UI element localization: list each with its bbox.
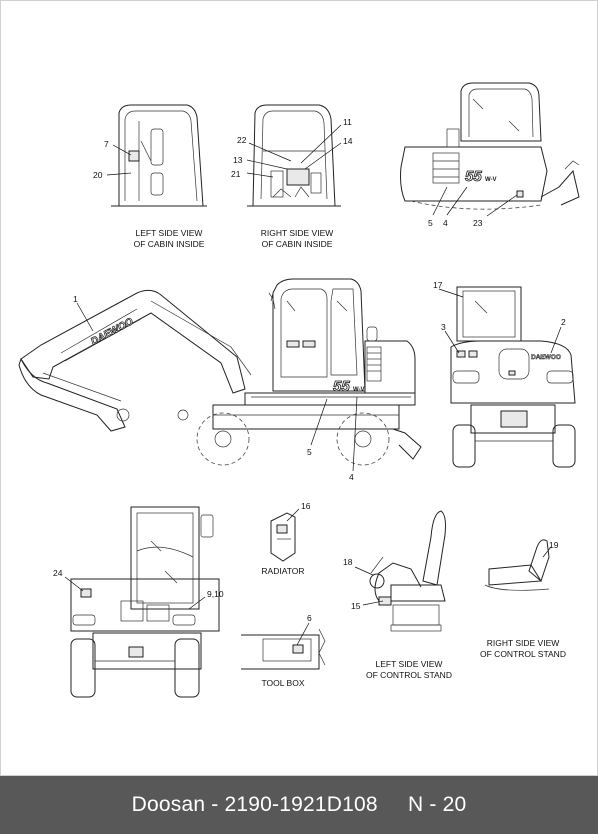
top-right-side-view: 55 W-V 5 4 23 (400, 82, 580, 228)
callout-9-10: 9,10 (207, 589, 224, 599)
callout-15: 15 (351, 601, 361, 611)
boom-daewoo-decal: DAEWOO (89, 316, 135, 347)
callout-4-main: 4 (349, 472, 354, 482)
left-control-stand-view: 18 15 LEFT SIDE VIEW OF CONTROL STAND (343, 510, 452, 680)
caption-left-cabin-line2: OF CABIN INSIDE (134, 239, 205, 249)
footer-page-number: N - 20 (407, 793, 467, 816)
caption-left-stand-line1: LEFT SIDE VIEW (376, 659, 443, 669)
right-control-stand-view: 19 RIGHT SIDE VIEW OF CONTROL STAND (480, 539, 566, 659)
tool-box-view: 6 TOOL BOX (241, 613, 326, 688)
footer-bar: Doosan - 2190-1921D108 N - 20 (0, 776, 598, 834)
radiator-view: 16 RADIATOR (261, 501, 310, 576)
callout-24: 24 (53, 568, 63, 578)
caption-left-stand-line2: OF CONTROL STAND (366, 670, 452, 680)
right-cabin-inside-view: 22 11 13 14 21 RIGHT SIDE VIEW OF CABIN … (231, 104, 353, 249)
callout-14: 14 (343, 136, 353, 146)
callout-23: 23 (473, 218, 483, 228)
callout-20: 20 (93, 170, 103, 180)
caption-radiator: RADIATOR (261, 566, 304, 576)
rear-daewoo-decal: DAEWOO (531, 354, 561, 361)
caption-left-cabin-line1: LEFT SIDE VIEW (136, 228, 203, 238)
footer-brand: Doosan (131, 793, 206, 816)
callout-17: 17 (433, 280, 443, 290)
callout-1: 1 (73, 294, 78, 304)
model-suffix-decal-top: W-V (485, 177, 497, 183)
model-suffix-decal-main: W-V (353, 387, 365, 393)
callout-6: 6 (307, 613, 312, 623)
model-decal-main: 55 (333, 378, 350, 395)
callout-21: 21 (231, 169, 241, 179)
callout-7: 7 (104, 139, 109, 149)
callout-5-main: 5 (307, 447, 312, 457)
rear-view: DAEWOO 17 3 2 (433, 280, 576, 468)
left-cabin-inside-view: 7 20 LEFT SIDE VIEW OF CABIN INSIDE (93, 104, 207, 249)
caption-right-stand-line1: RIGHT SIDE VIEW (487, 638, 560, 648)
caption-right-cabin-line1: RIGHT SIDE VIEW (261, 228, 334, 238)
caption-right-cabin-line2: OF CABIN INSIDE (262, 239, 333, 249)
caption-right-stand-line2: OF CONTROL STAND (480, 649, 566, 659)
footer-part-number: 2190-1921D108 (224, 793, 378, 816)
callout-16: 16 (301, 501, 311, 511)
front-view: 24 9,10 (53, 506, 224, 698)
callout-19: 19 (549, 540, 559, 550)
callout-5-top: 5 (428, 218, 433, 228)
main-side-view: DAEWOO 55 W-V (18, 278, 422, 482)
callout-2: 2 (561, 317, 566, 327)
callout-22: 22 (237, 135, 247, 145)
parts-diagram-sheet: 7 20 LEFT SIDE VIEW OF CABIN INSIDE 22 1… (0, 0, 598, 776)
model-decal-top: 55 (465, 168, 482, 185)
callout-4-top: 4 (443, 218, 448, 228)
callout-3: 3 (441, 322, 446, 332)
callout-13: 13 (233, 155, 243, 165)
decal-location-diagram: 7 20 LEFT SIDE VIEW OF CABIN INSIDE 22 1… (18, 82, 580, 698)
callout-18: 18 (343, 557, 353, 567)
caption-tool-box: TOOL BOX (262, 678, 305, 688)
callout-11: 11 (343, 117, 352, 127)
